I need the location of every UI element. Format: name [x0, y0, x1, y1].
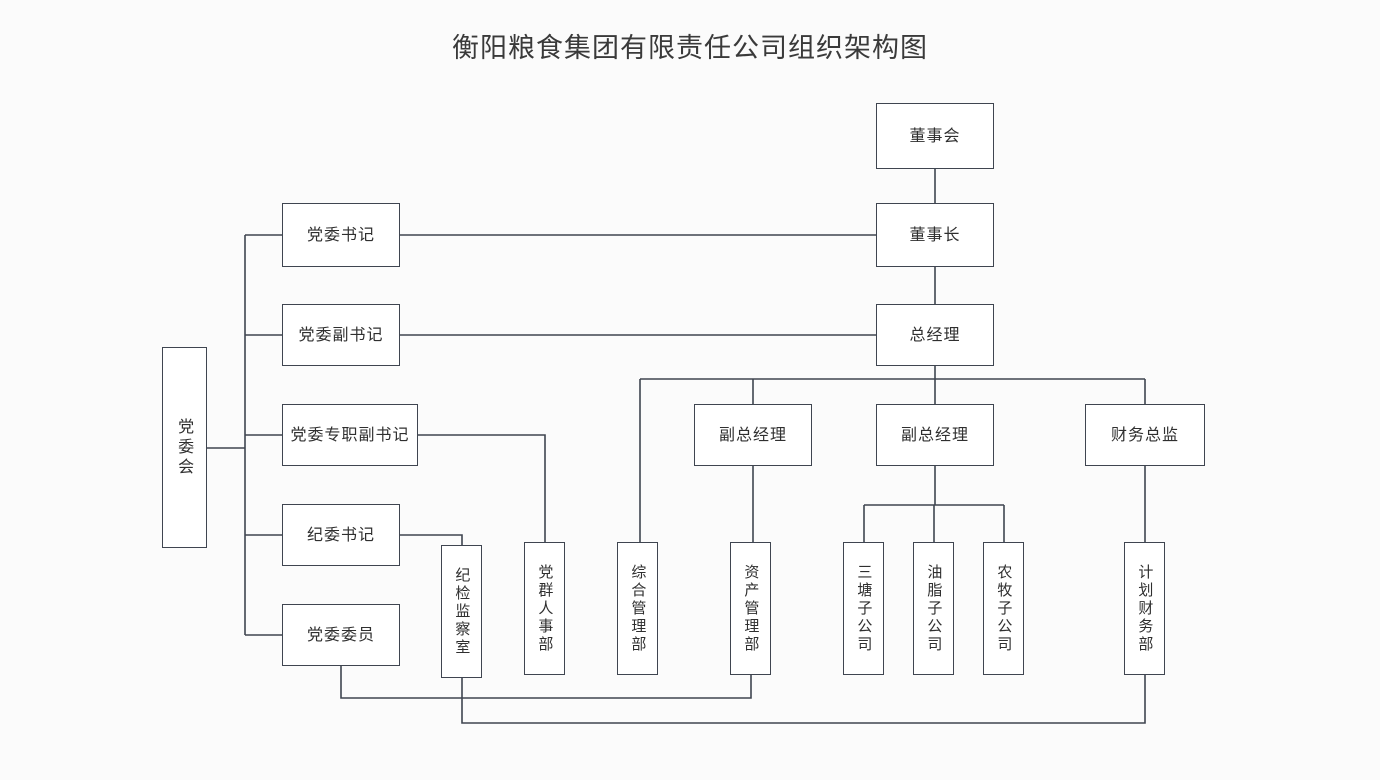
node-party-fulltime-deputy-secretary[interactable]: 党委专职副书记 — [282, 404, 418, 466]
node-general-manager[interactable]: 总经理 — [876, 304, 994, 366]
node-label: 总经理 — [909, 325, 961, 345]
node-label: 党委书记 — [306, 225, 375, 245]
node-chairman[interactable]: 董事长 — [876, 203, 994, 267]
node-party-deputy-secretary[interactable]: 党委副书记 — [282, 304, 400, 366]
node-label: 党委委员 — [306, 625, 375, 645]
page-title: 衡阳粮食集团有限责任公司组织架构图 — [452, 33, 928, 64]
discipline-secretary-to-office — [400, 534, 463, 545]
node-party-hr-department[interactable]: 党群人事部 — [524, 542, 565, 675]
node-cfo[interactable]: 财务总监 — [1085, 404, 1205, 466]
node-agriculture-subsidiary[interactable]: 农牧子公司 — [983, 542, 1024, 675]
node-board[interactable]: 董事会 — [876, 103, 994, 169]
node-general-admin-department[interactable]: 综合管理部 — [617, 542, 658, 675]
node-label: 党委副书记 — [298, 325, 384, 345]
node-label: 财务总监 — [1110, 425, 1179, 445]
node-label: 董事长 — [909, 225, 961, 245]
node-discipline-inspection-office[interactable]: 纪检监察室 — [441, 545, 482, 678]
node-deputy-general-manager-1[interactable]: 副总经理 — [694, 404, 812, 466]
node-oil-subsidiary[interactable]: 油脂子公司 — [913, 542, 954, 675]
node-deputy-general-manager-2[interactable]: 副总经理 — [876, 404, 994, 466]
node-label: 副总经理 — [900, 425, 969, 445]
node-label: 纪委书记 — [306, 525, 375, 545]
node-party-member[interactable]: 党委委员 — [282, 604, 400, 666]
fulltime-to-party-hr — [418, 434, 546, 542]
node-label: 副总经理 — [718, 425, 787, 445]
node-asset-management-department[interactable]: 资产管理部 — [730, 542, 771, 675]
node-planning-finance-department[interactable]: 计划财务部 — [1124, 542, 1165, 675]
node-label: 董事会 — [909, 126, 961, 146]
node-santang-subsidiary[interactable]: 三塘子公司 — [843, 542, 884, 675]
node-party-committee[interactable]: 党委会 — [162, 347, 207, 548]
node-party-secretary[interactable]: 党委书记 — [282, 203, 400, 267]
node-discipline-secretary[interactable]: 纪委书记 — [282, 504, 400, 566]
node-label: 党委专职副书记 — [290, 425, 410, 445]
discipline-office-to-finance-line — [461, 675, 1146, 724]
